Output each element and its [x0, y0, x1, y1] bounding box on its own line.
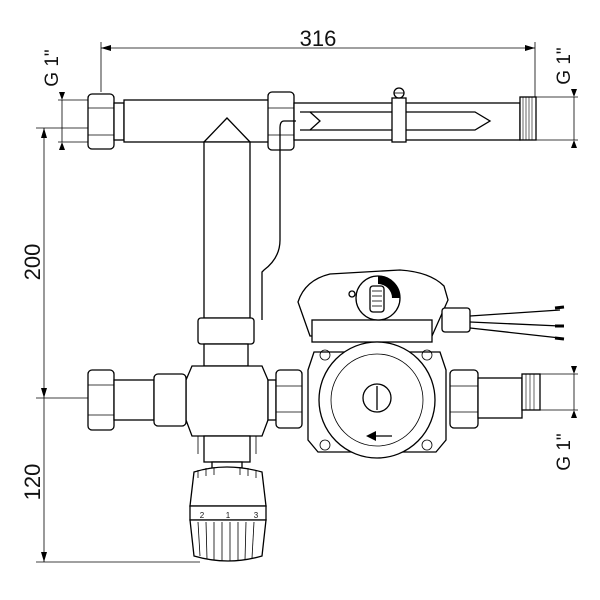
knob-scale-1: 1 — [226, 511, 231, 520]
dimension-thread-top-right: G 1" — [536, 47, 578, 148]
dimension-width-label: 316 — [300, 26, 337, 51]
dimension-left-120: 120 — [20, 398, 200, 563]
dimension-top-316: 316 — [100, 26, 536, 97]
dimension-thread-top-left: G 1" — [42, 49, 92, 150]
pump-left-union-nut — [275, 369, 303, 429]
flow-clip — [391, 97, 407, 143]
mixing-valve-assembly — [185, 317, 269, 463]
top-left-union-nut — [87, 93, 115, 150]
bypass-tube — [261, 120, 296, 320]
circulation-pump — [297, 269, 565, 459]
pump-right-union-nut — [449, 369, 479, 429]
upper-tee-pipe — [87, 87, 537, 319]
dimension-left-200: 200 — [20, 127, 92, 399]
bottom-left-union-nut — [87, 369, 115, 431]
thread-top-right-label: G 1" — [554, 47, 575, 84]
bottom-right-thread — [521, 373, 541, 411]
knob-scale-3: 3 — [254, 511, 259, 520]
power-cable — [469, 309, 561, 339]
dimension-height-lower-label: 120 — [20, 464, 45, 501]
thermostatic-knob-grip — [189, 519, 267, 562]
dimension-thread-bottom-right: G 1" — [540, 366, 578, 471]
thermostatic-head: 1 2 3 — [189, 461, 267, 562]
cable-gland — [441, 307, 471, 333]
thread-bottom-right-label: G 1" — [554, 433, 575, 470]
flow-direction-arrow-icon — [366, 431, 392, 441]
lower-pipe-line — [87, 369, 541, 431]
dimension-height-upper-label: 200 — [20, 244, 45, 281]
valve-top-nut — [197, 317, 255, 345]
top-right-thread — [519, 96, 537, 141]
knob-scale-2: 2 — [200, 511, 205, 520]
thread-top-left-label: G 1" — [42, 49, 63, 86]
knob-grip-ribs — [197, 521, 255, 561]
lower-left-fitting — [153, 373, 187, 427]
thermostatic-knob-top — [189, 466, 267, 507]
mixing-valve-body — [185, 365, 269, 437]
